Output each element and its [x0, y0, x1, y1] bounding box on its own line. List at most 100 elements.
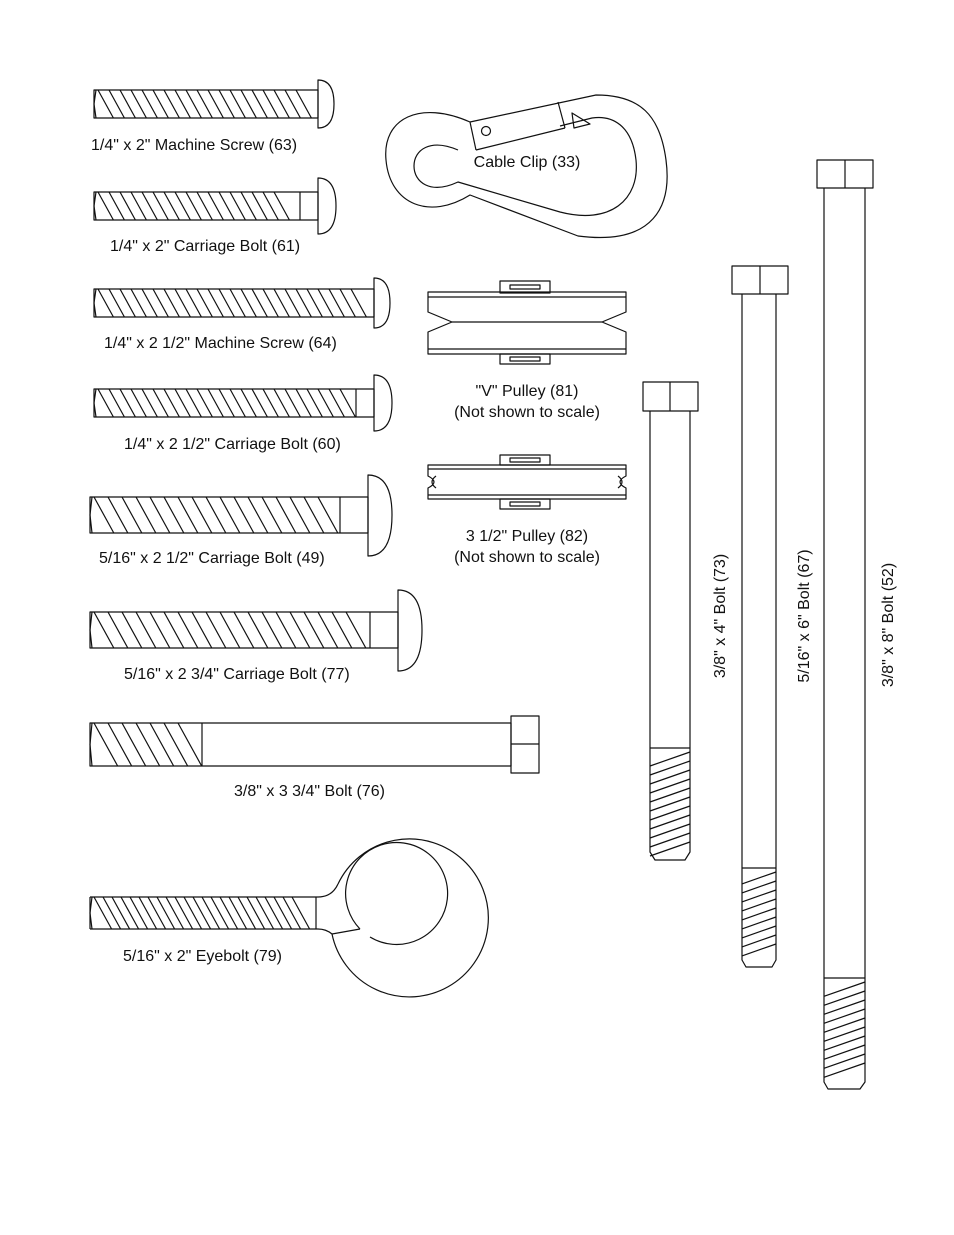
thread-line — [824, 1018, 865, 1032]
thread-line — [136, 612, 156, 648]
thread-line — [229, 897, 247, 929]
thread-tip — [94, 389, 96, 417]
thread-line — [824, 982, 865, 996]
thread-line — [202, 897, 220, 929]
thread-tip — [90, 497, 92, 533]
thread-line — [296, 389, 311, 417]
thread-line — [197, 389, 212, 417]
thread-line — [153, 389, 168, 417]
thread-line — [186, 289, 201, 317]
thread-line — [103, 897, 121, 929]
thread-line — [184, 897, 202, 929]
thread-line — [824, 1000, 865, 1014]
thread-line — [230, 389, 245, 417]
thread-line — [285, 389, 300, 417]
thread-line — [164, 612, 184, 648]
thread-line — [304, 612, 324, 648]
thread-line — [247, 897, 265, 929]
thread-line — [332, 612, 352, 648]
thread-line — [307, 389, 322, 417]
thread-tip — [94, 90, 96, 118]
machine-screw-63-drawing — [94, 80, 334, 128]
thread-line — [276, 612, 296, 648]
thread-line — [742, 935, 776, 947]
thread-line — [252, 90, 267, 118]
carriage-bolt-61-drawing — [94, 178, 336, 234]
thread-line — [197, 289, 212, 317]
note-v-pulley-81: (Not shown to scale) — [454, 404, 600, 421]
thread-line — [263, 289, 278, 317]
thread-line — [824, 1027, 865, 1041]
thread-line — [192, 497, 212, 533]
thread-line — [136, 497, 156, 533]
thread-line — [175, 90, 190, 118]
thread-line — [241, 389, 256, 417]
thread-line — [164, 389, 179, 417]
thread-line — [292, 897, 310, 929]
thread-line — [329, 289, 344, 317]
thread-line — [139, 897, 157, 929]
thread-line — [650, 770, 690, 784]
thread-line — [120, 389, 135, 417]
thread-line — [208, 289, 223, 317]
thread-line — [262, 612, 282, 648]
thread-line — [211, 897, 229, 929]
thread-line — [142, 192, 157, 220]
thread-line — [206, 497, 226, 533]
thread-line — [285, 90, 300, 118]
thread-line — [153, 90, 168, 118]
thread-line — [164, 289, 179, 317]
bolt-73-drawing — [643, 382, 698, 860]
thread-line — [153, 289, 168, 317]
thread-line — [94, 897, 112, 929]
thread-tip — [94, 289, 96, 317]
thread-line — [178, 497, 198, 533]
thread-line — [219, 289, 234, 317]
thread-line — [824, 1045, 865, 1059]
thread-line — [186, 90, 201, 118]
thread-line — [265, 897, 283, 929]
thread-line — [252, 289, 267, 317]
thread-line — [650, 779, 690, 793]
thread-line — [238, 897, 256, 929]
thread-line — [178, 723, 202, 766]
thread-line — [742, 908, 776, 920]
thread-line — [186, 389, 201, 417]
thread-line — [219, 192, 234, 220]
thread-line — [131, 289, 146, 317]
thread-line — [650, 815, 690, 829]
thread-tip — [90, 612, 92, 648]
label-carriage-bolt-60: 1/4" x 2 1/2" Carriage Bolt (60) — [124, 436, 341, 453]
label-eyebolt-79: 5/16" x 2" Eyebolt (79) — [123, 948, 282, 965]
thread-line — [175, 389, 190, 417]
thread-line — [304, 497, 324, 533]
carriage-bolt-49-drawing — [90, 475, 392, 556]
thread-line — [131, 192, 146, 220]
thread-line — [263, 90, 278, 118]
thread-line — [650, 806, 690, 820]
thread-line — [197, 192, 212, 220]
thread-line — [108, 497, 128, 533]
thread-line — [318, 497, 338, 533]
thread-line — [274, 897, 292, 929]
thread-line — [650, 797, 690, 811]
eyebolt-79-drawing — [90, 839, 488, 997]
thread-line — [824, 1036, 865, 1050]
thread-line — [98, 389, 113, 417]
bolt-67-drawing — [732, 266, 788, 967]
thread-line — [220, 497, 240, 533]
thread-line — [192, 612, 212, 648]
label-carriage-bolt-61: 1/4" x 2" Carriage Bolt (61) — [110, 238, 301, 255]
thread-line — [230, 289, 245, 317]
thread-line — [262, 497, 282, 533]
thread-line — [248, 497, 268, 533]
label-carriage-bolt-77: 5/16" x 2 3/4" Carriage Bolt (77) — [124, 666, 350, 683]
note-pulley-82: (Not shown to scale) — [454, 549, 600, 566]
thread-line — [148, 897, 166, 929]
thread-line — [824, 991, 865, 1005]
thread-line — [175, 289, 190, 317]
thread-line — [650, 833, 690, 847]
thread-line — [208, 192, 223, 220]
thread-line — [318, 289, 333, 317]
